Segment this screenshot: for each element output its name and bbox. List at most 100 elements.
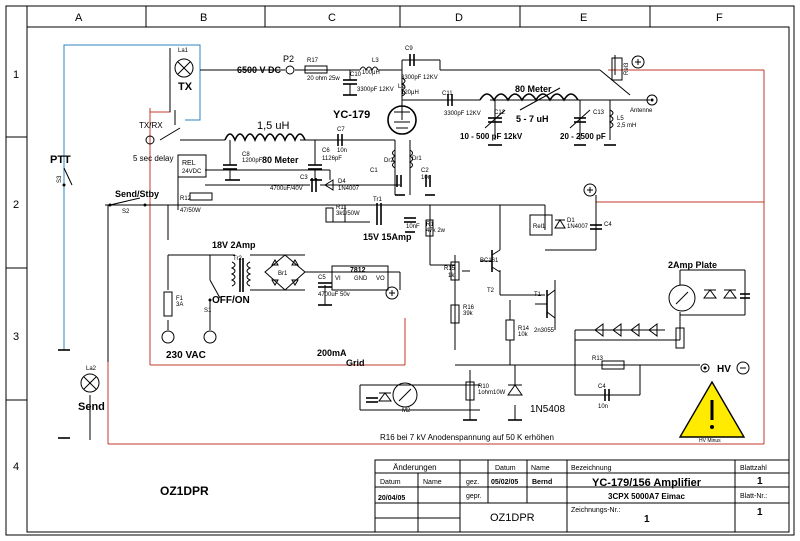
- tb-blattzahl: 1: [757, 476, 763, 487]
- capacitor-c4: [604, 389, 610, 401]
- label-r15: R15: [444, 266, 456, 272]
- label-l2-value: 120μH: [401, 90, 419, 96]
- antenna-connector: [646, 94, 658, 106]
- tb-name2-header: Name: [531, 465, 550, 472]
- label-p2: P2: [283, 54, 294, 64]
- transformer-tr2: [230, 258, 252, 292]
- title-block: [374, 459, 790, 533]
- tube-yc179: [387, 105, 417, 135]
- label-80m-mid: 80 Meter: [262, 155, 299, 165]
- label-r17-value: 20 ohm 25w: [307, 76, 340, 82]
- resistor-r10: [465, 381, 475, 401]
- label-1-5uh: 1,5 uH: [257, 120, 289, 132]
- label-ptt: PTT: [50, 154, 71, 166]
- label-send: Send: [78, 401, 105, 413]
- label-c7: C7: [337, 127, 345, 133]
- plus-terminal-mid: [583, 183, 597, 197]
- label-hv-dc: 6500 V DC: [237, 65, 282, 75]
- potentiometer-r15: [450, 261, 470, 281]
- label-d4: D4: [338, 179, 346, 185]
- grid-col-f: F: [716, 12, 723, 24]
- label-c6-value: 1126pF: [322, 156, 342, 162]
- resistor-r11: [325, 207, 334, 223]
- label-1n5408: 1N5408: [530, 404, 565, 415]
- terminal-p2: [285, 65, 295, 75]
- tb-datum2-header: Datum: [495, 465, 516, 472]
- label-c9-value: 3300pF 12KV: [401, 75, 438, 81]
- label-s2: S2: [122, 209, 130, 215]
- label-r11-value: 3k9/50W: [336, 211, 360, 217]
- grid-col-a: A: [75, 12, 83, 24]
- label-r1-value: 47k 2w: [426, 228, 446, 234]
- label-t1: T1: [534, 292, 542, 298]
- plate-meter: [668, 284, 696, 312]
- label-c12-range: 10 - 500 pF 12kV: [460, 132, 523, 141]
- inductor-l4-80m: [479, 87, 579, 111]
- grid-row-1: 1: [13, 69, 19, 81]
- tb-datum-header: Datum: [380, 479, 401, 486]
- relay-rel: [177, 154, 207, 178]
- label-c13-range: 20 - 2500 pF: [560, 132, 606, 141]
- author-label-left: OZ1DPR: [160, 484, 209, 498]
- capacitor-fil: [404, 217, 416, 223]
- label-c11: C11: [442, 91, 453, 97]
- label-offon: OFF/ON: [212, 295, 250, 306]
- label-rel-value: 24VDC: [182, 169, 202, 175]
- resistor-r1: [425, 219, 434, 237]
- plus-terminal-reg: [385, 286, 399, 300]
- label-18v: 18V 2Amp: [212, 240, 256, 250]
- capacitor-c5: [318, 282, 332, 288]
- capacitor-c6: [308, 164, 322, 180]
- inductor-l3: [359, 66, 379, 72]
- diode-d4: [324, 179, 334, 191]
- blue-ptt-wire: [63, 44, 201, 350]
- tb-gez-date: 05/02/05: [491, 479, 518, 486]
- label-c3: C3: [300, 175, 308, 181]
- label-r16: R16: [463, 305, 475, 311]
- label-r17: R17: [307, 58, 319, 64]
- label-r10: R10: [478, 384, 490, 390]
- title-block-text: Änderungen Datum Name Datum Name Bezeich…: [378, 463, 767, 525]
- capacitor-c8: [223, 164, 237, 180]
- tb-gez: gez.: [466, 479, 479, 486]
- capacitor-c7: [337, 134, 343, 146]
- label-c4-top: C4: [604, 222, 612, 228]
- resistor-r12: [189, 192, 213, 201]
- tb-change-date: 20/04/05: [378, 495, 405, 502]
- grid-row-2: 2: [13, 199, 19, 211]
- label-txrx: TX/RX: [139, 121, 163, 130]
- label-l5: L5: [617, 116, 624, 122]
- label-bc161: BC161: [480, 258, 499, 264]
- grid-row-labels: 1 2 3 4: [13, 69, 19, 473]
- relay-rel3: [611, 57, 623, 81]
- plate-diodes: [703, 289, 750, 299]
- label-antenne: Antenne: [630, 108, 653, 114]
- mains-plugs: [161, 330, 217, 344]
- capacitor-c11: [447, 94, 453, 106]
- lamp-la1: [174, 58, 194, 78]
- transformer-tr1: [376, 203, 382, 225]
- grid-col-b: B: [200, 12, 207, 24]
- label-t1-value: 2n3055: [534, 328, 555, 334]
- ground-symbols: [58, 94, 616, 439]
- tb-gepr: gepr.: [466, 493, 482, 500]
- label-r13: R13: [592, 356, 604, 362]
- label-vo: VO: [376, 276, 385, 282]
- label-c1-value: 10nF: [406, 224, 420, 230]
- label-c8-value: 1200pF: [242, 158, 263, 164]
- label-r1: R1: [426, 222, 434, 228]
- component-labels: La1 TX P2 6500 V DC R17 20 ohm 25w L3 10…: [50, 46, 731, 444]
- label-l2: L2: [398, 84, 405, 90]
- label-m2: M2: [402, 408, 411, 414]
- label-l3-value: 100μH: [362, 70, 380, 76]
- label-c5: C5: [318, 275, 326, 281]
- grid-column-labels: A B C D E F: [75, 12, 723, 24]
- inductor-l5: [608, 109, 614, 129]
- label-c10: C10: [350, 72, 362, 78]
- grid-col-e: E: [580, 12, 587, 24]
- label-c3-value: 4700uF/40V: [270, 186, 303, 192]
- label-c4: C4: [598, 384, 606, 390]
- switch-s3-ptt: [62, 167, 73, 187]
